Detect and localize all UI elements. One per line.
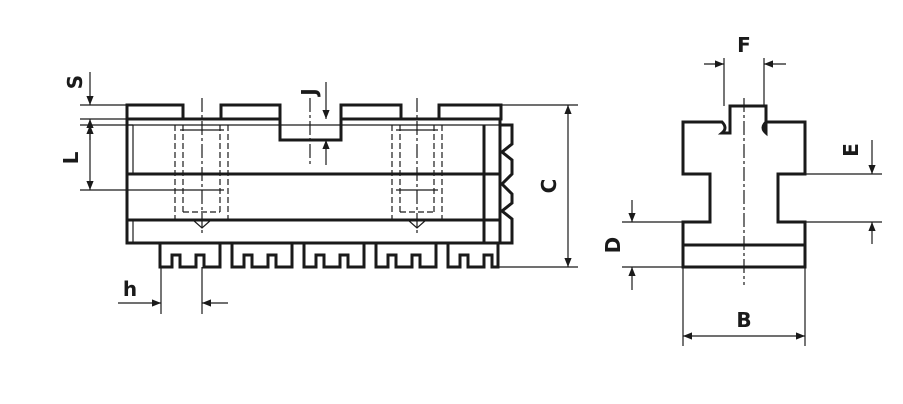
- dimension-s: S: [63, 72, 127, 140]
- end-serrations: [482, 123, 514, 245]
- dimension-c: C: [498, 104, 578, 268]
- end-profile: [681, 104, 807, 269]
- hidden-bolt-holes: [174, 125, 443, 229]
- dimension-f: F: [704, 33, 786, 106]
- label-j: J: [297, 88, 321, 97]
- dimension-d: D: [601, 200, 683, 290]
- dimension-h: h: [118, 267, 228, 314]
- label-f: F: [737, 33, 751, 57]
- dimension-j: J: [297, 82, 330, 165]
- top-pads: [125, 103, 503, 121]
- label-h: h: [123, 277, 137, 301]
- dimension-l: L: [59, 124, 180, 191]
- label-d: D: [601, 237, 625, 254]
- label-c: C: [537, 179, 561, 194]
- middle-body: [125, 172, 502, 222]
- dimension-e: E: [806, 140, 882, 244]
- side-centerlines: [180, 98, 438, 235]
- end-view: [681, 98, 807, 285]
- bottom-teeth: [158, 243, 500, 269]
- dimension-b: B: [682, 267, 806, 346]
- lower-body: [125, 220, 502, 245]
- label-e: E: [839, 143, 863, 157]
- label-l: L: [59, 151, 83, 164]
- label-b: B: [736, 308, 751, 332]
- label-s: S: [63, 75, 87, 89]
- side-view: [125, 98, 514, 269]
